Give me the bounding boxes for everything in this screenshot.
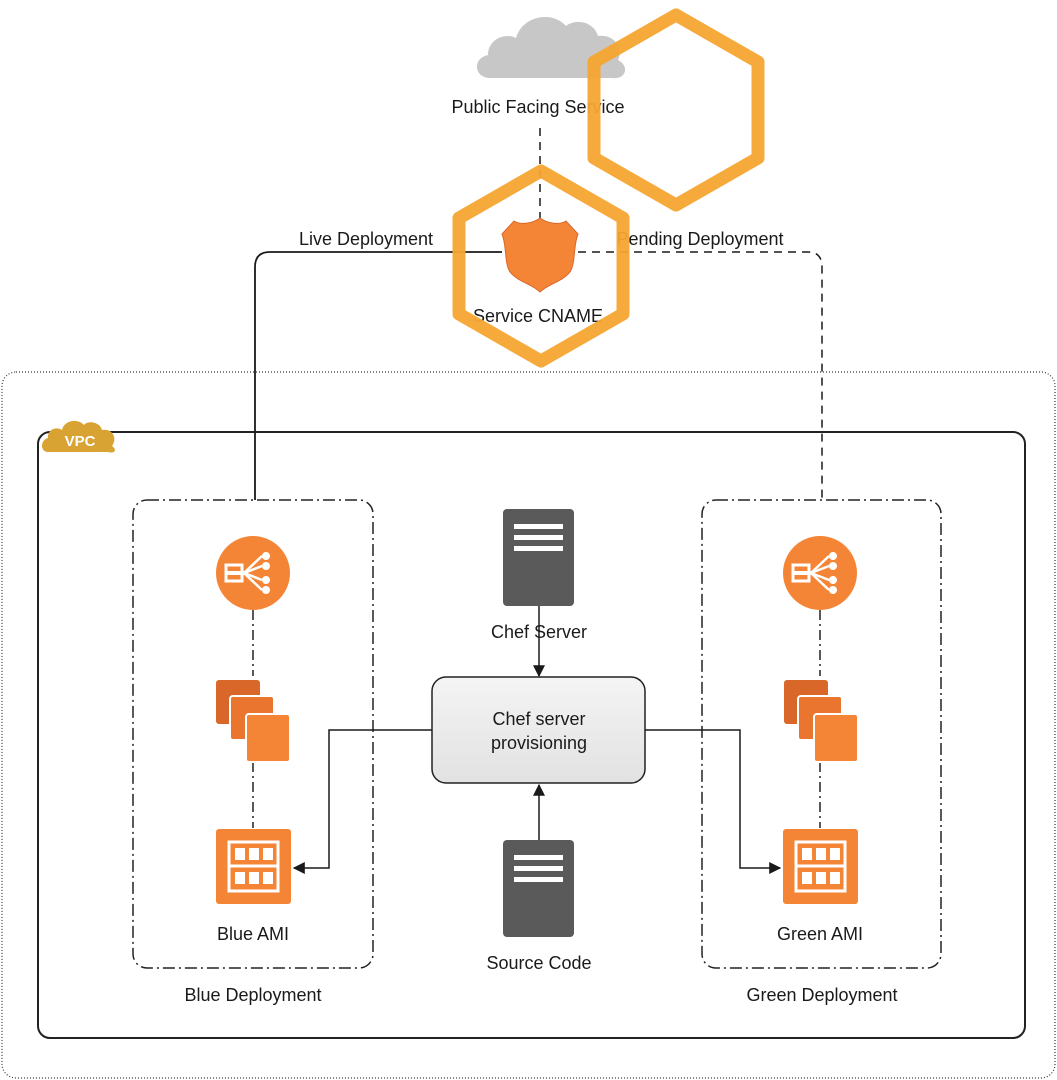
source-code-label: Source Code [486, 953, 591, 973]
hexagon-icon [587, 8, 765, 212]
server-icon [503, 840, 574, 937]
server-icon [503, 509, 574, 606]
green-ami-label: Green AMI [777, 924, 863, 944]
outer-region [1, 371, 1056, 1079]
vpc-label: VPC [65, 433, 96, 450]
pending-deployment-label: Pending Deployment [616, 229, 783, 249]
provisioning-to-green-ami-arrow [645, 729, 782, 874]
ami-icon [783, 829, 858, 904]
green-deployment-label: Green Deployment [746, 985, 897, 1005]
hexagon-icon [452, 164, 630, 368]
load-balancer-icon [783, 536, 857, 610]
dns-shield-icon [501, 217, 579, 293]
green-deployment-group [701, 499, 942, 969]
blue-deployment-label: Blue Deployment [184, 985, 321, 1005]
chef-provisioning-label-line2: provisioning [491, 733, 587, 753]
service-cname-label: Service CNAME [473, 306, 603, 326]
live-deployment-link [254, 251, 502, 500]
vpc-box [37, 431, 1026, 1039]
instances-icon [216, 680, 291, 763]
instances-icon [784, 680, 859, 763]
provisioning-to-blue-ami-arrow [292, 729, 432, 874]
cloud-icon [476, 16, 626, 79]
vpc-cloud-icon: VPC [42, 420, 115, 453]
chef-provisioning-box [431, 676, 646, 784]
pending-deployment-link [578, 251, 823, 500]
live-deployment-label: Live Deployment [299, 229, 433, 249]
blue-ami-label: Blue AMI [217, 924, 289, 944]
blue-deployment-group [132, 499, 374, 969]
load-balancer-icon [216, 536, 290, 610]
ami-icon [216, 829, 291, 904]
chef-provisioning-label-line1: Chef server [492, 709, 585, 729]
public-service-label: Public Facing Service [451, 97, 624, 117]
